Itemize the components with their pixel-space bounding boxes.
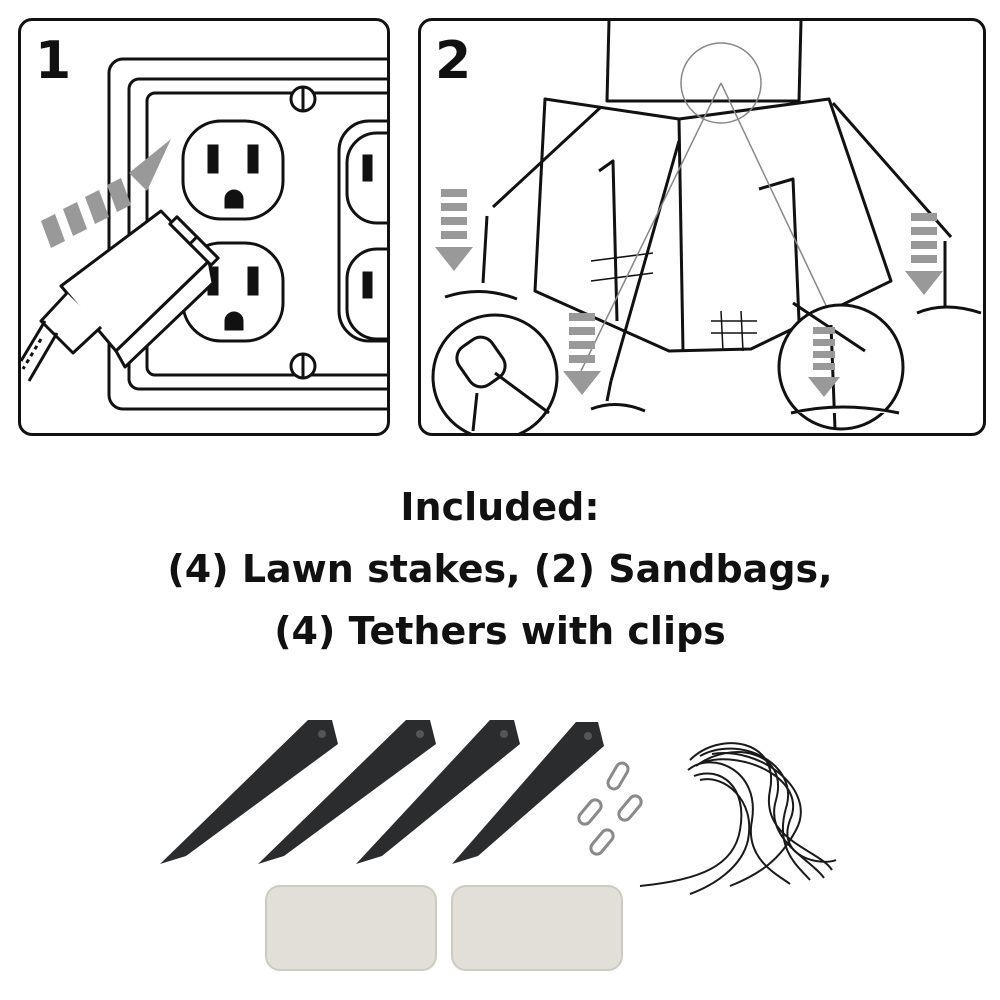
included-items-caption: Included: (4) Lawn stakes, (2) Sandbags,…	[0, 476, 1000, 662]
stake-detail-circle	[777, 301, 905, 431]
detail-zoom-circle	[680, 42, 762, 124]
step-2-panel: 2	[418, 18, 986, 436]
screw-icon	[289, 85, 317, 380]
push-down-arrow-icon	[435, 189, 943, 395]
plug-icon	[21, 209, 220, 382]
caption-line: (4) Lawn stakes, (2) Sandbags,	[167, 547, 833, 591]
tether-bundle	[639, 742, 837, 895]
power-outlet	[181, 119, 285, 343]
included-items-photo	[160, 720, 837, 971]
inflatable-base	[533, 21, 893, 353]
lawn-stake-icon	[160, 720, 604, 864]
metal-clip-icon	[577, 761, 643, 856]
push-down-arrow-icon	[808, 327, 840, 397]
caption-line: (4) Tethers with clips	[274, 609, 726, 653]
tether-and-stake-illustration	[431, 21, 982, 433]
power-outlet	[337, 119, 387, 343]
mallet-detail-circle	[431, 313, 559, 433]
caption-heading: Included:	[400, 485, 600, 529]
sandbag-icon	[265, 885, 623, 971]
lawn-stake-icon	[444, 215, 982, 413]
step-2-number: 2	[435, 31, 472, 91]
step-1-number: 1	[35, 31, 72, 91]
plug-into-outlet-illustration	[21, 57, 387, 411]
insert-direction-arrow-icon	[41, 139, 171, 248]
step-1-panel: 1	[18, 18, 390, 436]
